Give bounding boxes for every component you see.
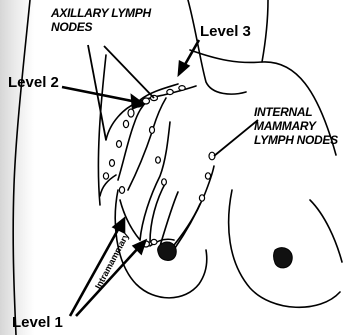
nipple-icon [158,242,177,261]
axillary-pointer-line [104,46,154,98]
right-breast-upper [310,200,342,262]
arrow-icon [70,226,120,316]
level-3-label: Level 3 [200,23,251,40]
lymph-node-icon [117,141,122,148]
lymph-node-icon [162,179,167,185]
lymph-node-icon [151,239,157,244]
lymph-node-icon [156,157,161,163]
lymph-node-icon [205,173,210,179]
arrow-icon [62,87,137,102]
internal-mammary-vessel-2 [170,204,200,250]
axillary-label-line2: NODES [51,21,92,34]
level-1-label: Level 1 [12,314,63,331]
axillary-label: AXILLARY LYMPH [51,7,151,20]
internal-mammary-label-line3: LYMPH NODES [254,134,338,147]
neck-outline-right [262,0,268,62]
lymph-node-icon [150,127,155,134]
nipple-icon [274,248,293,268]
internal-mammary-label-line2: MAMMARY [254,120,316,133]
internal-mammary-label: INTERNAL [254,106,312,119]
neck-outline [188,0,246,94]
lymph-node-icon [199,195,204,201]
left-arm-outline [13,0,30,335]
internal-pointer-line [214,120,258,156]
lymph-node-icon [119,187,124,194]
lymph-node-icon [110,160,115,167]
lymph-node-icon [167,89,173,94]
level-2-label: Level 2 [8,74,59,91]
lymph-node-icon [179,86,185,91]
lymph-node-icon [128,109,134,117]
lymph-node-icon [103,173,108,179]
lymph-node-icon [123,120,128,127]
lymph-vessel-5 [160,192,178,246]
